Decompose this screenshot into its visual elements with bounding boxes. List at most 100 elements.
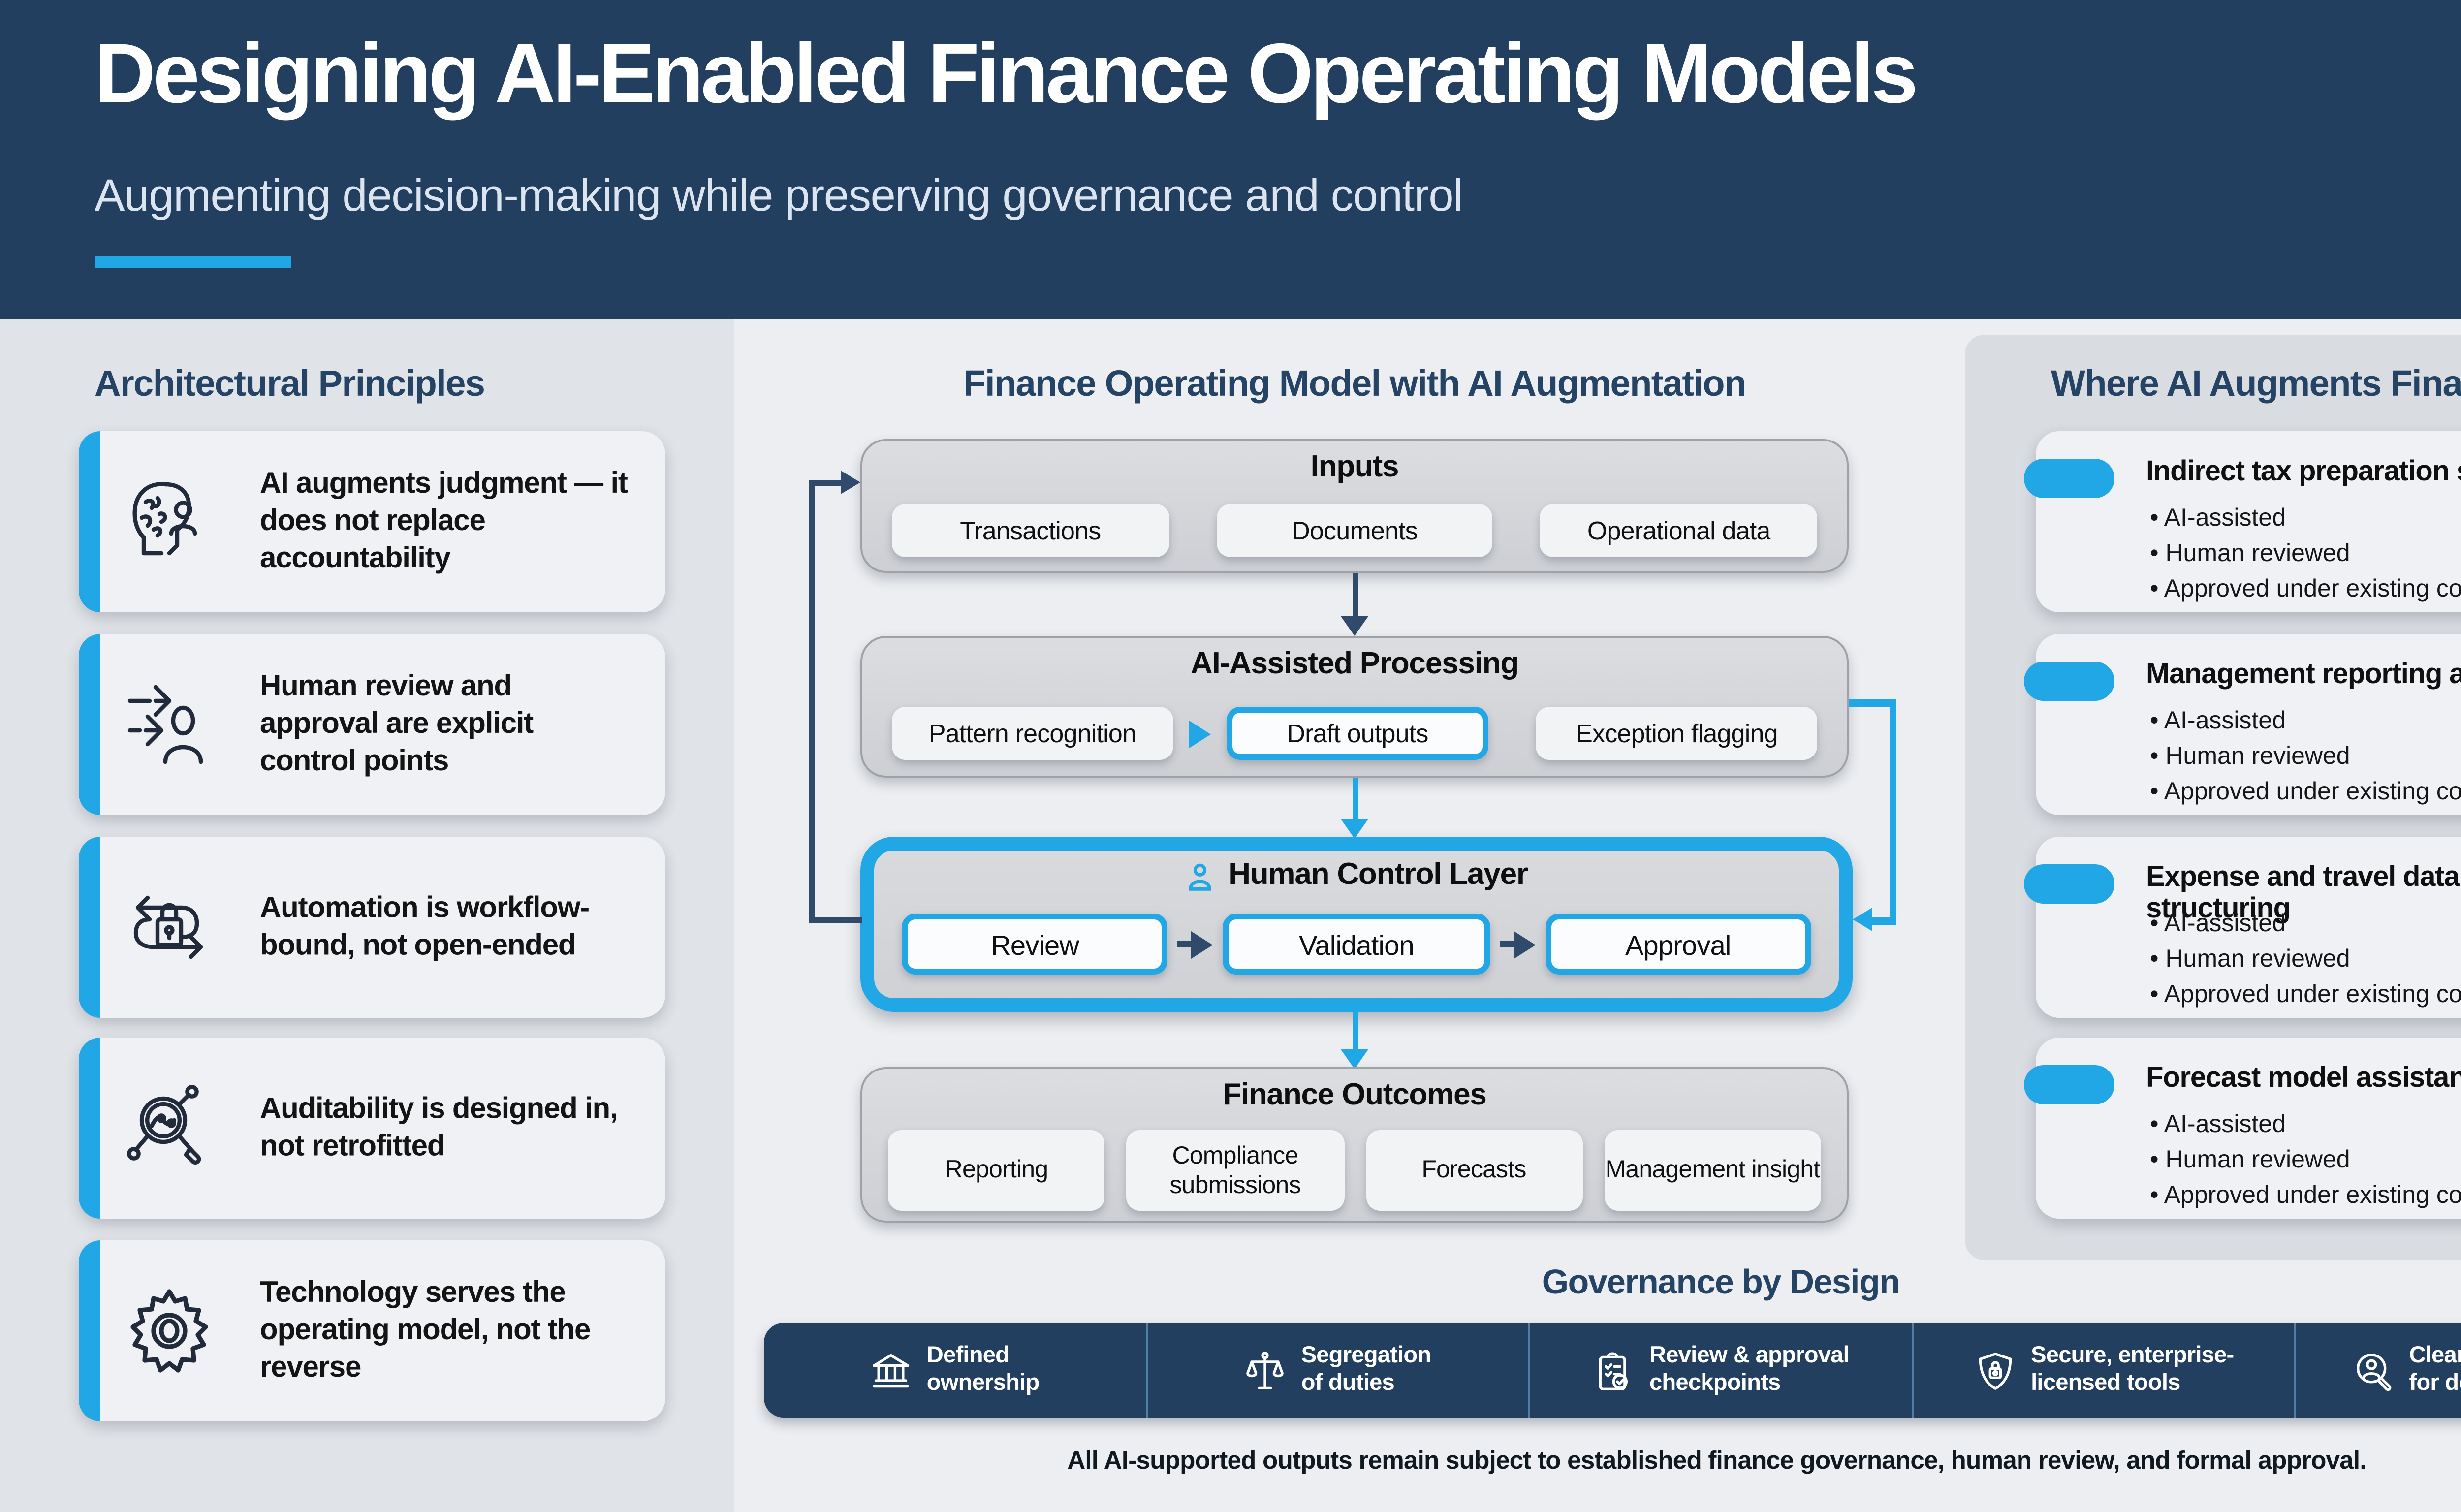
cyan-pill-icon <box>2024 1065 2114 1104</box>
input-chip: Transactions <box>892 504 1169 557</box>
augment-card-title: Forecast model assistance <box>2146 1063 2461 1095</box>
bullet-item: Approved under existing controls <box>2150 571 2461 607</box>
gear-icon <box>122 1284 217 1378</box>
principle-card: AI augments judgment — it does not repla… <box>79 431 665 612</box>
governance-label: Clear accountability <box>2409 1341 2461 1369</box>
outcome-chip: Reporting <box>888 1130 1105 1211</box>
accent-underline <box>95 256 291 268</box>
feedback-loop-top <box>809 480 843 486</box>
augment-card: Management reporting acceleration AI-ass… <box>2024 634 2461 815</box>
bullet-item: Approved under existing controls <box>2150 977 2461 1013</box>
page-title: Designing AI-Enabled Finance Operating M… <box>95 28 1918 122</box>
governance-title: Governance by Design <box>1542 1262 1900 1301</box>
input-chip: Operational data <box>1540 504 1818 557</box>
right-section-title: Where AI Augments Finance Work <box>2051 362 2461 404</box>
header-banner: Designing AI-Enabled Finance Operating M… <box>0 0 2461 319</box>
bullet-item: Approved under existing controls <box>2150 774 2461 810</box>
bullet-item: AI-assisted <box>2150 703 2461 739</box>
bullet-item: Approved under existing controls <box>2150 1178 2461 1214</box>
governance-item: Secure, enterprise-licensed tools <box>1911 1323 2294 1418</box>
augment-card: Expense and travel data structuring AI-a… <box>2024 837 2461 1018</box>
principle-text: Technology serves the operating model, n… <box>260 1276 591 1386</box>
lock-workflow-icon <box>122 880 217 975</box>
bullet-item: AI-assisted <box>2150 906 2461 942</box>
card-accent-bar <box>79 634 100 815</box>
input-chip: Documents <box>1216 504 1493 557</box>
card-accent-bar <box>79 1240 100 1421</box>
augment-card-title: Indirect tax preparation support <box>2146 457 2461 488</box>
outcome-chip: Compliance submissions <box>1127 1130 1344 1211</box>
human-control-title: Human Control Layer <box>1229 858 1528 892</box>
principle-card: Auditability is designed in, not retrofi… <box>79 1038 665 1219</box>
governance-label: of duties <box>1301 1368 1395 1396</box>
augment-card: Indirect tax preparation support AI-assi… <box>2024 431 2461 612</box>
arrowhead-left-icon <box>1853 908 1872 931</box>
arrow-right-icon <box>1192 930 1214 958</box>
arrowhead-down-icon <box>1341 819 1368 839</box>
processing-chip-draft-outputs: Draft outputs <box>1226 707 1489 760</box>
magnifier-chart-icon <box>122 1081 217 1175</box>
principle-text: Automation is workflow-bound, not open-e… <box>260 891 590 963</box>
arrow-right-icon <box>1189 720 1211 747</box>
bullet-item: Human reviewed <box>2150 1142 2461 1178</box>
connector-processing-human <box>1352 778 1357 819</box>
governance-label: for decisions <box>2409 1368 2461 1396</box>
brain-head-icon <box>122 474 217 569</box>
governance-label: Secure, enterprise- <box>2031 1341 2234 1369</box>
augment-card-title: Management reporting acceleration <box>2146 660 2461 691</box>
outcomes-title: Finance Outcomes <box>1223 1079 1487 1112</box>
bullet-item: Human reviewed <box>2150 942 2461 977</box>
outcome-chip: Forecasts <box>1365 1130 1582 1211</box>
bullet-item: Human reviewed <box>2150 536 2461 572</box>
person-icon <box>1185 861 1215 891</box>
principle-text: AI augments judgment — it does not repla… <box>260 467 628 576</box>
human-control-layer-box: Human Control Layer Review Validation Ap… <box>860 837 1853 1012</box>
principle-text: Auditability is designed in, not retrofi… <box>260 1092 618 1164</box>
outcome-chip: Management insight <box>1604 1130 1821 1211</box>
governance-label: ownership <box>926 1368 1040 1396</box>
bullet-item: AI-assisted <box>2150 1106 2461 1142</box>
connector-inputs-processing <box>1352 573 1357 616</box>
principle-card: Human review and approval are explicit c… <box>79 634 665 815</box>
arrowhead-down-icon <box>1341 616 1368 636</box>
feedback-loop-vertical <box>809 484 815 923</box>
governance-label: Review & approval <box>1649 1341 1850 1369</box>
arrowhead-down-icon <box>1341 1049 1368 1069</box>
governance-item: Clear accountabilityfor decisions <box>2294 1323 2461 1418</box>
exception-route-vertical <box>1889 699 1896 921</box>
principle-card: Technology serves the operating model, n… <box>79 1240 665 1421</box>
cyan-pill-icon <box>2024 459 2114 498</box>
card-accent-bar <box>79 837 100 1018</box>
principle-card: Automation is workflow-bound, not open-e… <box>79 837 665 1018</box>
human-chip-validation: Validation <box>1223 914 1490 975</box>
inputs-title: Inputs <box>1310 451 1399 484</box>
arrow-right-icon <box>1513 930 1535 958</box>
human-chip-review: Review <box>902 914 1168 975</box>
cyan-pill-icon <box>2024 864 2114 904</box>
center-section-title: Finance Operating Model with AI Augmenta… <box>963 362 1746 404</box>
arrows-person-icon <box>122 677 217 772</box>
governance-label: Segregation <box>1301 1341 1432 1369</box>
exception-route-bottom <box>1870 917 1896 924</box>
ai-processing-box: AI-Assisted Processing Pattern recogniti… <box>860 636 1849 778</box>
clipboard-check-icon <box>1592 1350 1634 1391</box>
page-subtitle: Augmenting decision-making while preserv… <box>95 169 1463 220</box>
human-chip-approval: Approval <box>1545 914 1811 975</box>
bullet-item: Human reviewed <box>2150 739 2461 775</box>
scales-icon <box>1244 1350 1286 1391</box>
governance-label: Defined <box>926 1341 1010 1369</box>
processing-chip: Exception flagging <box>1536 707 1817 760</box>
finance-outcomes-box: Finance Outcomes Reporting Compliance su… <box>860 1067 1849 1223</box>
augment-card: Forecast model assistance AI-assisted Hu… <box>2024 1038 2461 1219</box>
feedback-loop-bottom <box>809 917 862 923</box>
principle-text: Human review and approval are explicit c… <box>260 669 534 779</box>
governance-label: licensed tools <box>2031 1368 2180 1396</box>
inputs-box: Inputs Transactions Documents Operationa… <box>860 439 1849 573</box>
person-magnifier-icon <box>2352 1350 2393 1391</box>
ai-processing-title: AI-Assisted Processing <box>1190 648 1519 681</box>
left-section-title: Architectural Principles <box>95 362 485 404</box>
card-accent-bar <box>79 1038 100 1219</box>
